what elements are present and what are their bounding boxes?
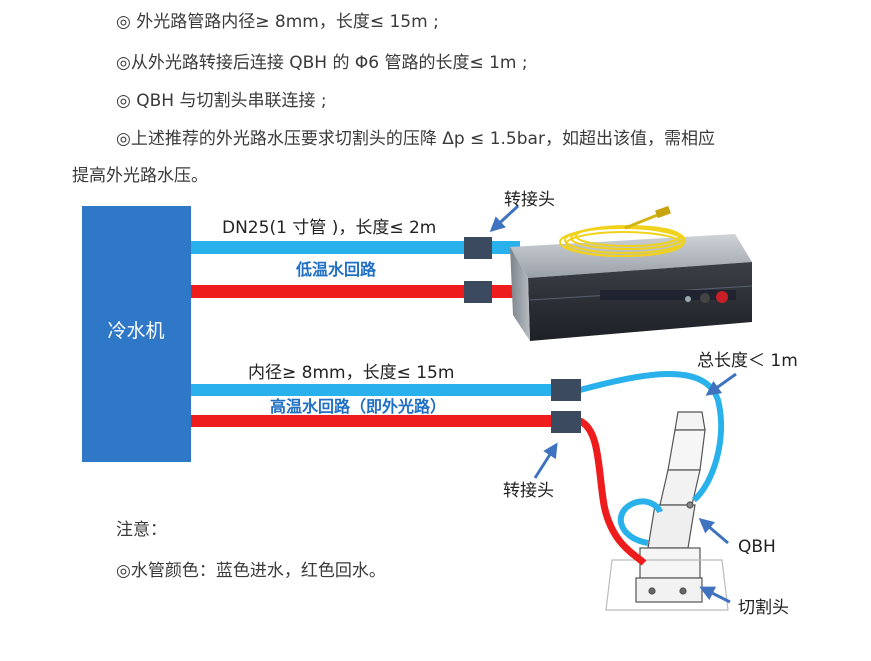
- chiller-unit: [82, 206, 191, 462]
- blue-hose-qbh-to-head: [617, 498, 663, 546]
- high-loop-red-pipe: [191, 415, 553, 427]
- note-body: ◎水管颜色：蓝色进水，红色回水。: [116, 561, 386, 581]
- chiller-label: 冷水机: [107, 320, 164, 342]
- arrow-total-length: [705, 372, 737, 396]
- note-title: 注意：: [116, 520, 167, 540]
- cutting-head-assembly: [605, 411, 729, 611]
- high-loop-blue-pipe: [191, 384, 553, 396]
- fiber-laser-unit: [510, 205, 753, 341]
- red-hose-from-head: [578, 417, 647, 566]
- spec-line-2: ◎从外光路转接后连接 QBH 的 Φ6 管路的长度≤ 1m ;: [116, 53, 528, 73]
- low-loop-red-pipe: [191, 285, 467, 298]
- label-low-temp-loop: 低温水回路: [295, 260, 377, 279]
- label-adapter-bottom: 转接头: [503, 481, 554, 501]
- arrow-top-adapter: [489, 204, 520, 233]
- label-bottom-pipe-spec: 内径≥ 8mm，长度≤ 15m: [248, 363, 454, 383]
- top-adapter-red: [464, 281, 492, 303]
- spec-line-4: ◎上述推荐的外光路水压要求切割头的压降 Δp ≤ 1.5bar，如超出该值，需相…: [116, 129, 715, 149]
- label-top-pipe-spec: DN25(1 寸管 )，长度≤ 2m: [222, 218, 436, 238]
- label-qbh: QBH: [738, 537, 776, 557]
- arrow-cutting-head: [699, 586, 731, 604]
- arrow-qbh: [698, 518, 729, 545]
- blue-hose-to-qbh: [579, 371, 725, 503]
- spec-line-1: ◎ 外光路管路内径≥ 8mm，长度≤ 15m ;: [116, 12, 439, 32]
- bottom-adapter-blue: [551, 379, 581, 401]
- label-cutting-head: 切割头: [738, 598, 789, 618]
- label-total-length: 总长度＜ 1m: [697, 351, 798, 371]
- spec-line-4-continued: 提高外光路水压。: [72, 166, 208, 186]
- label-high-temp-loop: 高温水回路（即外光路）: [270, 397, 446, 416]
- bottom-adapter-red: [551, 411, 581, 433]
- spec-line-3: ◎ QBH 与切割头串联连接 ;: [116, 91, 327, 111]
- top-adapter-blue: [464, 237, 492, 259]
- low-loop-blue-pipe: [191, 241, 467, 254]
- arrow-bottom-adapter: [533, 442, 558, 479]
- label-adapter-top: 转接头: [504, 190, 555, 210]
